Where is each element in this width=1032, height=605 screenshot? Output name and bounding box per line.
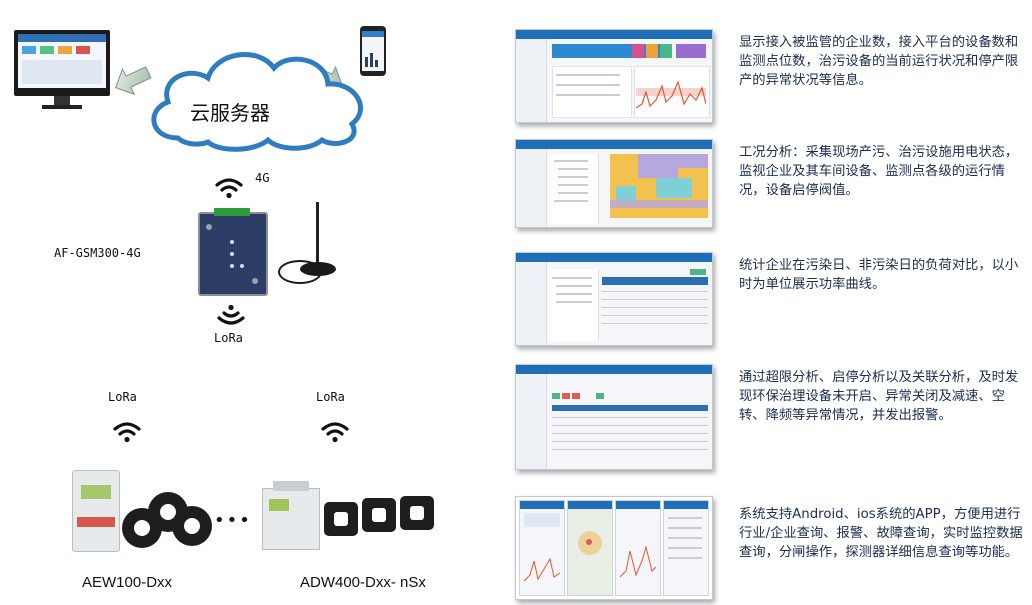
feature-description-4: 通过超限分析、启停分析以及关联分析，及时发现环保治理设备未开启、异常关闭及减速、…: [739, 370, 1019, 423]
wifi-icon: [113, 422, 141, 443]
arrow-icon: [115, 66, 152, 96]
gateway-device: [198, 208, 268, 296]
wifi-icon: [321, 422, 349, 443]
screenshot-condition-analysis: [515, 139, 713, 228]
screenshot-dashboard: [515, 29, 713, 123]
meter-left-model: AEW100-Dxx: [82, 574, 173, 591]
screenshot-mobile-app: [515, 496, 713, 600]
desktop-monitor: [14, 30, 110, 109]
current-transformers-right: [322, 488, 442, 558]
meter-right-model: ADW400-Dxx- nSx: [300, 574, 426, 591]
ellipsis: •••: [214, 510, 252, 531]
screenshot-line-chart: [636, 80, 706, 109]
meter-right-link-label: LoRa: [316, 390, 345, 404]
meter-adw400: [262, 481, 320, 550]
feature-description-2: 工况分析：采集现场产污、治污设施用电状态，监视企业及其车间设备、监测点各级的运行…: [739, 145, 1019, 198]
antenna: [316, 202, 319, 268]
cloud-server-label: 云服务器: [190, 101, 270, 125]
meter-aew100: [72, 470, 120, 552]
uplink-label: 4G: [255, 171, 270, 185]
feature-description-5: 系统支持Android、ios系统的APP，方便用进行行业/企业查询、报警、故障…: [739, 507, 1023, 560]
mobile-phone: [360, 26, 386, 76]
screenshot-load-comparison: [515, 252, 713, 346]
current-transformers-left: [118, 488, 218, 558]
wifi-icon: [217, 304, 245, 325]
screenshot-alarm-analysis: [515, 364, 713, 470]
feature-description-3: 统计企业在污染日、非污染日的负荷对比，以小时为单位展示功率曲线。: [739, 258, 1019, 292]
gateway-model-label: AF-GSM300-4G: [54, 246, 141, 260]
feature-description-1: 显示接入被监管的企业数，接入平台的设备数和监测点位数，治污设备的当前运行状况和停…: [739, 35, 1019, 88]
antenna-base: [300, 262, 336, 276]
wifi-icon: [215, 178, 243, 199]
downlink-label: LoRa: [214, 331, 243, 345]
cloud-icon: [151, 52, 364, 152]
meter-left-link-label: LoRa: [108, 390, 137, 404]
